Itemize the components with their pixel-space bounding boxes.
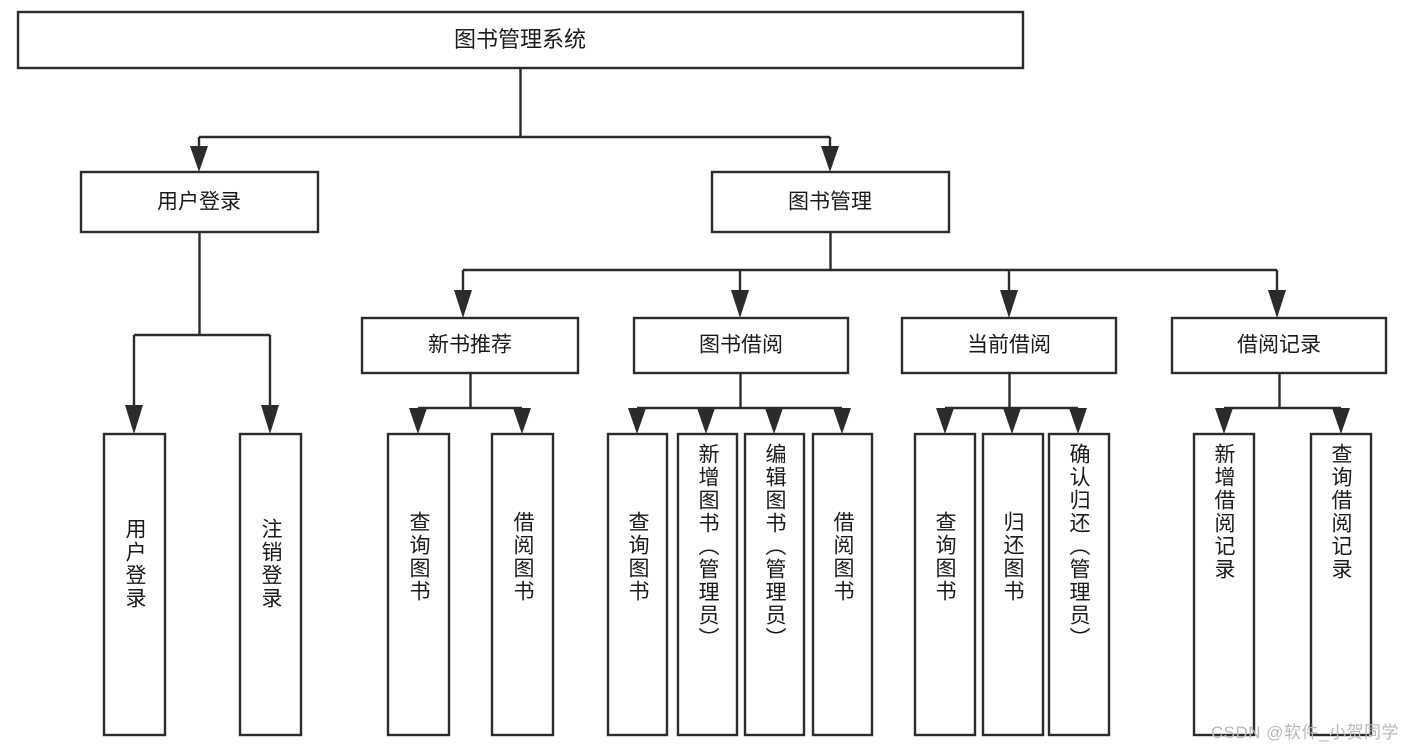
node-leaf-borrow-book-1-box[interactable]: [490, 432, 555, 737]
node-current-borrow-label: 当前借阅: [967, 334, 1051, 357]
node-new-book-recommend-label: 新书推荐: [428, 334, 512, 357]
node-borrow-record-label: 借阅记录: [1237, 334, 1321, 357]
node-book-borrow[interactable]: 图书借阅: [632, 316, 850, 375]
node-leaf-add-book-label: 新增图书（管理员）: [696, 443, 719, 650]
node-leaf-query-book-3-box[interactable]: [913, 432, 977, 737]
arrow-head-leaf-query-book-2: [628, 408, 646, 434]
node-leaf-query-book-3-label: 查询图书: [933, 511, 956, 603]
arrow-head-leaf-user-login: [125, 405, 143, 434]
arrow-head-borrow-record: [1268, 290, 1286, 318]
node-leaf-borrow-book-2-label: 借阅图书: [831, 511, 854, 603]
arrow-head-leaf-return-book: [1003, 408, 1021, 434]
node-book-borrow-box[interactable]: [632, 316, 850, 375]
node-leaf-logout-label: 注销登录: [259, 518, 282, 610]
node-leaf-return-book-label: 归还图书: [1001, 511, 1024, 603]
arrow-head-leaf-query-book-1: [409, 408, 427, 434]
arrow-head-leaf-add-book: [697, 408, 715, 434]
node-leaf-borrow-book-2-box[interactable]: [811, 432, 874, 737]
node-leaf-add-record-label: 新增借阅记录: [1212, 443, 1235, 581]
node-user-login-label: 用户登录: [157, 191, 241, 214]
node-leaf-return-book-box[interactable]: [981, 432, 1045, 737]
node-leaf-borrow-book-1-label: 借阅图书: [511, 511, 534, 603]
node-leaf-add-book-box[interactable]: [676, 432, 739, 737]
connector-group-user-login: [125, 232, 279, 434]
arrow-head-leaf-edit-book: [765, 408, 783, 434]
node-leaf-logout-box[interactable]: [238, 432, 303, 737]
node-current-borrow[interactable]: 当前借阅: [900, 316, 1118, 375]
node-borrow-record-box[interactable]: [1170, 316, 1388, 375]
arrow-head-leaf-borrow-book-2: [833, 408, 851, 434]
arrow-head-leaf-confirm-return: [1069, 408, 1087, 434]
arrow-head-user-login: [190, 146, 208, 172]
node-book-manage[interactable]: 图书管理: [710, 170, 951, 234]
node-current-borrow-box[interactable]: [900, 316, 1118, 375]
node-book-manage-box[interactable]: [710, 170, 951, 234]
arrow-head-current-borrow: [1000, 290, 1018, 318]
node-leaf-query-book-1-label: 查询图书: [407, 511, 430, 603]
arrow-head-new-book-recommend: [454, 290, 472, 318]
node-root[interactable]: 图书管理系统: [16, 10, 1025, 70]
node-user-login[interactable]: 用户登录: [79, 170, 320, 234]
node-leaf-query-record-box[interactable]: [1309, 432, 1373, 737]
connector-group-book-manage: [454, 232, 1286, 318]
arrow-head-leaf-query-record: [1332, 408, 1350, 434]
node-leaf-add-record-box[interactable]: [1192, 432, 1256, 737]
node-leaf-query-record-label: 查询借阅记录: [1329, 443, 1352, 581]
node-leaf-edit-book-label: 编辑图书（管理员）: [763, 443, 786, 650]
arrow-head-leaf-add-record: [1215, 408, 1233, 434]
connector-group-borrow-record: [1215, 373, 1350, 434]
node-leaf-edit-book-box[interactable]: [743, 432, 806, 737]
node-leaf-user-login-box[interactable]: [102, 432, 167, 737]
connector-group-current-borrow: [936, 373, 1087, 434]
node-leaf-query-book-1-box[interactable]: [386, 432, 451, 737]
arrow-head-leaf-logout: [261, 405, 279, 434]
node-book-borrow-label: 图书借阅: [699, 334, 783, 357]
node-leaf-user-login-label: 用户登录: [123, 518, 146, 610]
node-leaf-confirm-return-label: 确认归还（管理员）: [1067, 443, 1090, 650]
connector-group-new-book-recommend: [409, 373, 531, 434]
node-new-book-recommend[interactable]: 新书推荐: [360, 316, 580, 375]
arrow-head-leaf-borrow-book-1: [513, 408, 531, 434]
node-root-label: 图书管理系统: [454, 27, 586, 52]
node-borrow-record[interactable]: 借阅记录: [1170, 316, 1388, 375]
node-leaf-query-book-2-box[interactable]: [606, 432, 669, 737]
node-book-manage-label: 图书管理: [788, 191, 872, 214]
connector-group-book-borrow: [628, 373, 851, 434]
node-new-book-recommend-box[interactable]: [360, 316, 580, 375]
watermark-text: CSDN @软件_小贺同学: [1210, 723, 1399, 742]
arrow-head-book-borrow: [731, 290, 749, 318]
node-leaf-query-book-2-label: 查询图书: [626, 511, 649, 603]
connector-group-root: [190, 68, 839, 172]
node-leaf-confirm-return-box[interactable]: [1047, 432, 1111, 737]
node-user-login-box[interactable]: [79, 170, 320, 234]
node-root-box[interactable]: [16, 10, 1025, 70]
arrow-head-leaf-query-book-3: [936, 408, 954, 434]
arrow-head-book-manage: [821, 146, 839, 172]
